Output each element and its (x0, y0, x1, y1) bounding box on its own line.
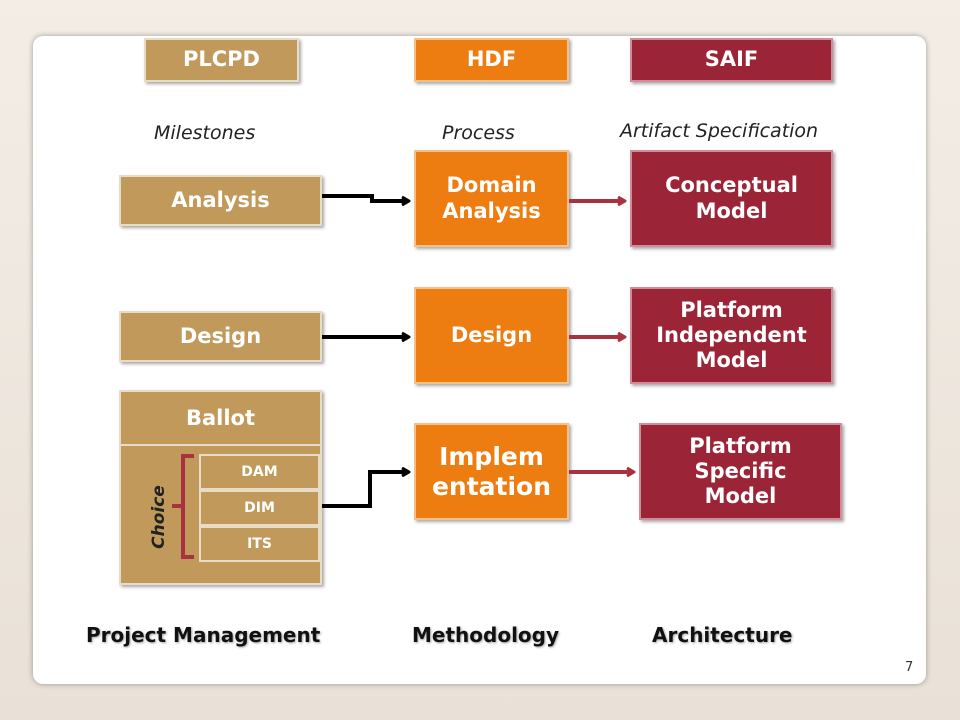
architecture-label: Architecture (652, 623, 793, 647)
conceptual-model-artifact: Conceptual Model (630, 150, 833, 247)
choice-item-dam: DAM (199, 454, 320, 490)
artifact-specification-label: Artifact Specification (620, 120, 819, 142)
hdf-header: HDF (414, 38, 569, 82)
design-process: Design (414, 287, 569, 384)
methodology-label: Methodology (412, 623, 560, 647)
analysis-milestone: Analysis (119, 175, 322, 226)
choice-item-its: ITS (199, 526, 320, 562)
choice-item-dim: DIM (199, 490, 320, 526)
page-number: 7 (905, 660, 914, 675)
arrow-choice-to-implementation (322, 472, 408, 508)
platform-independent-model-artifact: Platform Independent Model (630, 287, 833, 384)
plcpd-header: PLCPD (144, 38, 299, 82)
milestones-label: Milestones (154, 122, 256, 144)
platform-specific-model-artifact: Platform Specific Model (639, 423, 842, 520)
domain-analysis-process: Domain Analysis (414, 150, 569, 247)
saif-header: SAIF (630, 38, 833, 82)
design-milestone: Design (119, 311, 322, 362)
project-management-label: Project Management (86, 623, 321, 647)
process-label: Process (442, 122, 515, 144)
implementation-process: Implem entation (414, 423, 569, 520)
choice-bracket (181, 454, 194, 559)
ballot-milestone: Ballot Choice DAM DIM ITS (119, 390, 322, 585)
arrow-analysis-to-domain-analysis (322, 194, 408, 201)
ballot-title: Ballot (121, 392, 320, 446)
